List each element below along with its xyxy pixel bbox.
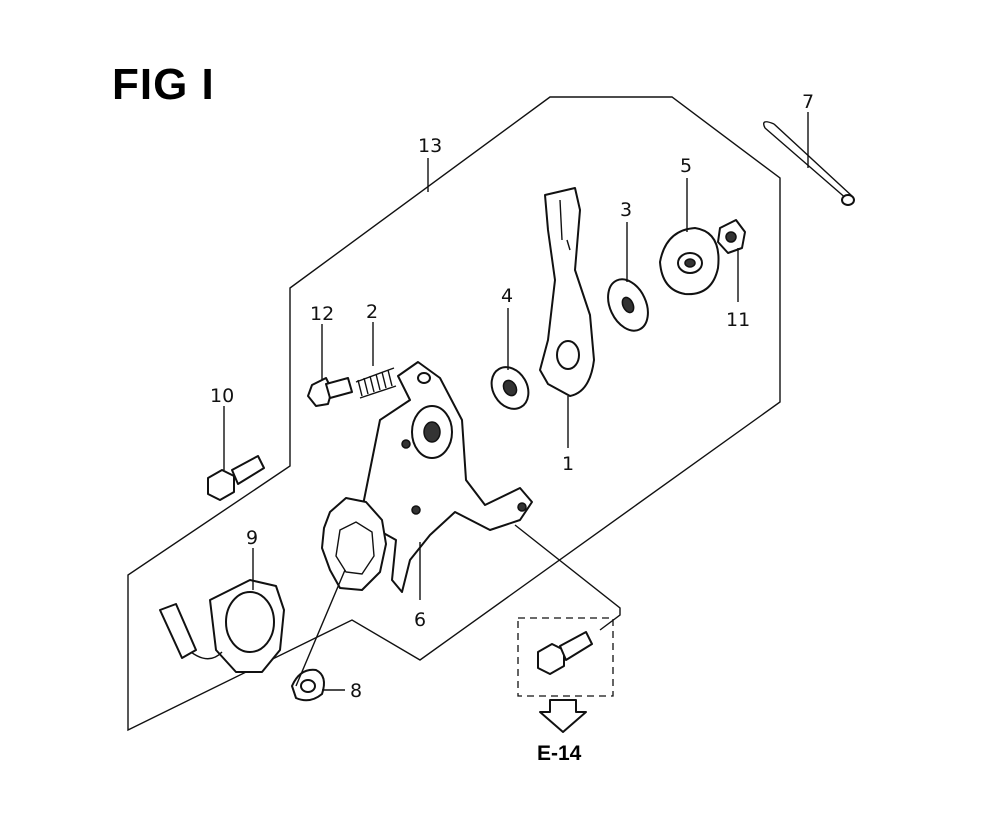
part-2-spring [355,367,397,399]
callout-8: 8 [350,680,362,702]
reference-label: E-14 [537,742,582,765]
reference-box [517,617,614,697]
part-5-plate [659,227,720,296]
part-6-bracket [359,361,533,593]
callout-11: 11 [726,309,750,331]
callout-13: 13 [418,135,442,157]
part-1-lever [539,187,595,397]
callout-4: 4 [501,285,513,307]
part-7-pin [762,121,855,206]
callout-1: 1 [562,453,574,475]
reference-bolt [537,631,593,675]
leader-lines [223,112,809,691]
assembly-outline [127,96,781,732]
callout-7: 7 [802,91,814,113]
part-10-bolt [207,455,265,501]
toothed-plate [321,497,387,591]
part-4-washer [490,366,530,410]
part-12-bolt [307,377,353,407]
part-11-nut [717,219,746,254]
part-3-washer [607,278,649,332]
callout-10: 10 [210,385,234,407]
callout-3: 3 [620,199,632,221]
figure-title: FIG I [112,60,215,109]
callout-12: 12 [310,303,334,325]
part-8-clip [291,668,325,702]
callout-5: 5 [680,155,692,177]
callout-2: 2 [366,301,378,323]
callout-9: 9 [246,527,258,549]
part-9-switch [159,579,285,673]
callout-6: 6 [414,609,426,631]
reference-arrow [539,699,587,733]
